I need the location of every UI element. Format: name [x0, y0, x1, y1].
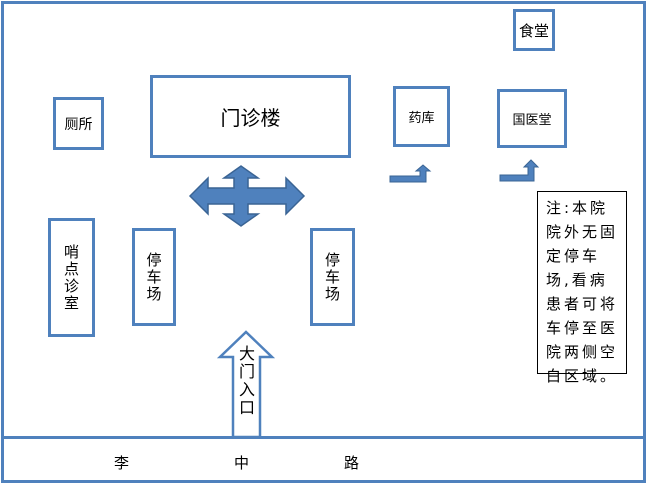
canteen-building: 食堂 — [513, 9, 555, 51]
bent-arrow-tcm-icon — [499, 159, 540, 182]
canteen-label: 食堂 — [518, 21, 549, 40]
toilet-building: 厕所 — [53, 97, 104, 150]
road-char-2: 中 — [234, 454, 250, 472]
parking-note: 注:本院院外无固定停车场,看病患者可将车停至医院两侧空白区域。 — [537, 191, 627, 385]
outpatient-building-label: 门诊楼 — [220, 106, 281, 130]
parking-lot-right: 停车场 — [310, 228, 355, 326]
outpatient-building: 门诊楼 — [150, 75, 351, 158]
pharmacy-label: 药库 — [408, 111, 435, 126]
bent-arrow-pharmacy-icon — [389, 164, 432, 183]
entrance-label: 大门入口 — [236, 345, 255, 417]
four-way-arrow-shape — [188, 165, 306, 227]
tcm-hall-building: 国医堂 — [497, 89, 567, 148]
road-char-3: 路 — [344, 454, 360, 472]
sentry-clinic-label: 哨点诊室 — [62, 243, 80, 312]
road: 李 中 路 — [1, 436, 646, 483]
bent-arrow-pharmacy-shape — [389, 164, 432, 183]
toilet-label: 厕所 — [64, 116, 93, 133]
parking-lot-left: 停车场 — [132, 228, 176, 326]
four-way-arrow-icon — [188, 165, 306, 227]
bent-arrow-tcm-shape — [499, 159, 540, 182]
pharmacy-building: 药库 — [393, 86, 450, 147]
tcm-hall-label: 国医堂 — [512, 113, 552, 128]
parking-right-label: 停车场 — [323, 251, 341, 303]
sentry-clinic-building: 哨点诊室 — [48, 218, 95, 337]
road-char-1: 李 — [114, 454, 130, 472]
parking-left-label: 停车场 — [144, 251, 163, 303]
parking-note-text: 注:本院院外无固定停车场,看病患者可将车停至医院两侧空白区域。 — [546, 199, 619, 385]
